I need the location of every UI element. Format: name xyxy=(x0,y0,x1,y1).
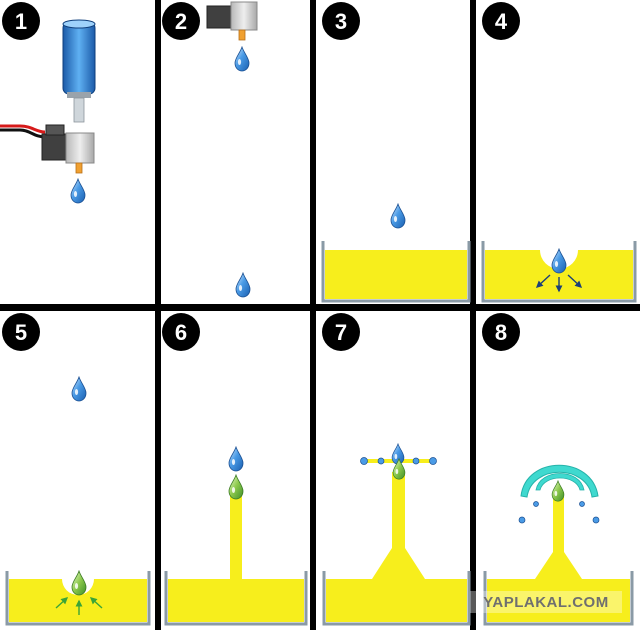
spreading-arrows xyxy=(535,274,583,293)
water-reservoir xyxy=(62,19,96,98)
panel-4: 4 xyxy=(476,0,640,304)
tank xyxy=(481,241,637,303)
tank xyxy=(322,571,471,626)
liquid-jet xyxy=(230,488,242,580)
tank xyxy=(5,571,151,626)
step-badge xyxy=(482,2,520,40)
panel-background xyxy=(161,0,310,304)
sheet-droplets xyxy=(360,457,437,465)
panel-8: YAPLAKAL.COM 8 xyxy=(470,311,640,630)
liquid-with-cavity xyxy=(485,250,633,299)
panel-1: 1 xyxy=(0,0,155,304)
step-badge xyxy=(322,313,360,351)
panel-7: 7 xyxy=(316,311,471,630)
liquid xyxy=(325,250,467,299)
solenoid-valve xyxy=(206,1,258,41)
panel-3: 3 xyxy=(316,0,471,304)
tank xyxy=(164,571,308,626)
tank xyxy=(483,571,634,626)
inner-crown xyxy=(535,473,585,491)
tank xyxy=(321,241,471,303)
red-wire xyxy=(0,124,46,134)
step-number: 5 xyxy=(15,320,27,345)
panel-6: 6 xyxy=(161,311,310,630)
step-badge xyxy=(2,313,40,351)
watermark: YAPLAKAL.COM xyxy=(483,594,608,611)
step-number: 4 xyxy=(495,9,508,34)
liquid-column xyxy=(326,472,467,622)
step-badge xyxy=(162,2,200,40)
step-badge xyxy=(322,2,360,40)
liquid-column xyxy=(487,492,630,622)
step-number: 1 xyxy=(15,9,27,34)
step-badge xyxy=(2,2,40,40)
panel-2: 2 xyxy=(161,0,310,304)
step-badge xyxy=(162,313,200,351)
falling-droplets xyxy=(518,501,600,524)
step-number: 2 xyxy=(175,9,187,34)
step-number: 8 xyxy=(495,320,507,345)
step-badge xyxy=(482,313,520,351)
solenoid-valve xyxy=(41,124,95,174)
connector-tube xyxy=(73,97,85,123)
closing-arrows xyxy=(55,597,103,615)
step-number: 7 xyxy=(335,320,347,345)
crown-splash xyxy=(520,464,599,498)
liquid xyxy=(168,579,304,622)
watermark-backdrop xyxy=(470,591,622,613)
step-number: 3 xyxy=(335,9,347,34)
step-number: 6 xyxy=(175,320,187,345)
panel-5: 5 xyxy=(0,311,155,630)
